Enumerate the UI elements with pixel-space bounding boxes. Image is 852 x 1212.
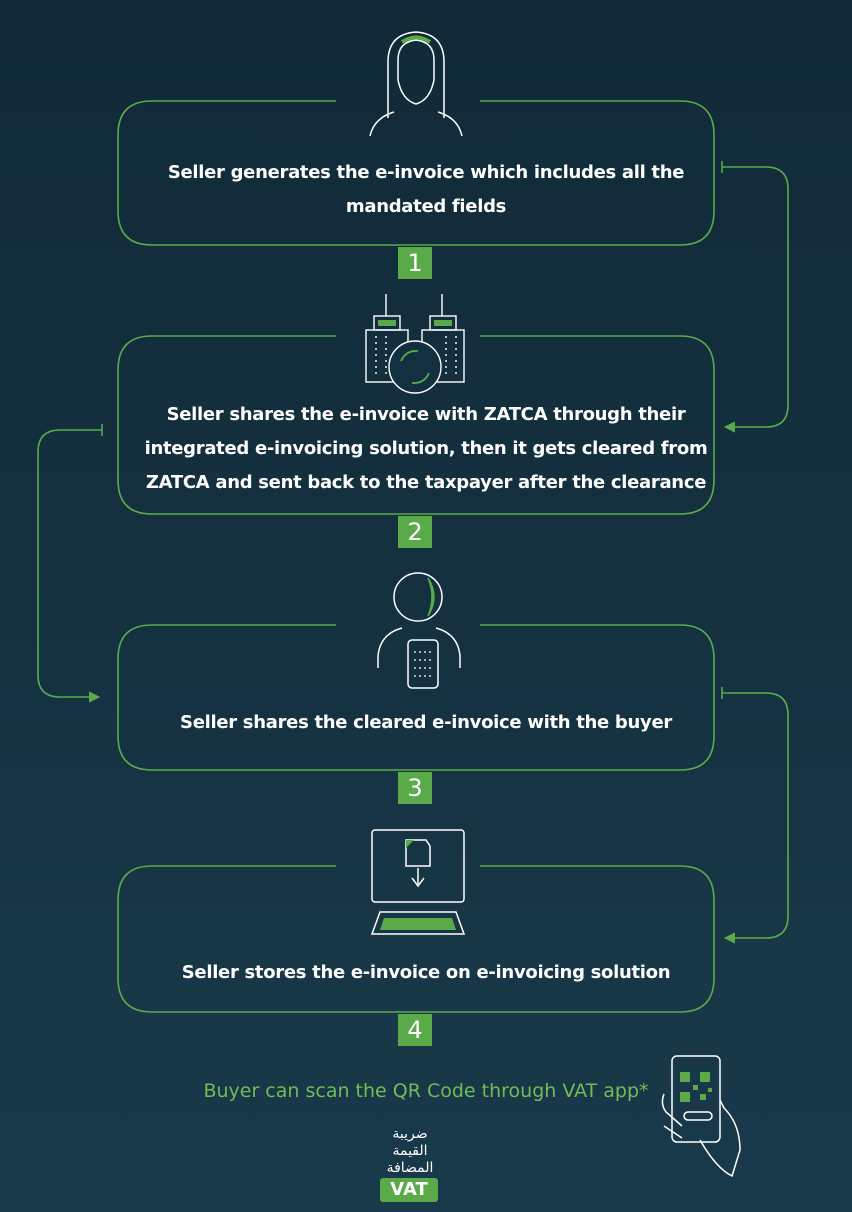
qr-scan-note: Buyer can scan the QR Code through VAT a… [203,1080,649,1102]
step-3-line: Seller shares the cleared e-invoice with… [180,712,672,733]
zatca-buildings-sync-icon [365,294,465,394]
vat-logo-arabic-line: القيمة [392,1143,428,1159]
buyer-phone-icon [377,572,461,689]
connector-3-4 [722,692,789,944]
connector-1-2 [722,166,789,433]
step-4-line: Seller stores the e-invoice on e-invoici… [181,962,671,983]
connector-2-3 [37,429,102,703]
step-box-2 [117,335,715,515]
step-2-text: Seller shares the e-invoice with ZATCA t… [130,398,722,500]
step-3-number-badge: 3 [398,772,432,804]
step-1-number-badge: 1 [398,247,432,279]
step-4-number-badge: 4 [398,1014,432,1046]
seller-woman-icon [369,31,463,137]
step-2-line: Seller shares the e-invoice with ZATCA t… [166,404,686,425]
phone-qr-scan-icon [661,1055,741,1178]
step-2-line: ZATCA and sent back to the taxpayer afte… [145,472,707,493]
step-1-line: Seller generates the e-invoice which inc… [167,162,685,183]
vat-logo-arabic-line: ضريبة [392,1126,428,1142]
step-3-text: Seller shares the cleared e-invoice with… [130,706,722,740]
step-box-3 [117,624,715,771]
step-1-text: Seller generates the e-invoice which inc… [130,156,722,224]
step-4-text: Seller stores the e-invoice on e-invoici… [130,956,722,990]
step-box-1 [117,100,715,246]
vat-logo-badge: VAT [380,1178,438,1202]
step-box-4 [117,865,715,1013]
step-2-number-badge: 2 [398,516,432,548]
computer-download-icon [370,829,466,935]
vat-logo-arabic-line: المضافة [386,1160,434,1176]
step-2-line: integrated e-invoicing solution, then it… [144,438,708,459]
step-1-line: mandated fields [345,196,507,217]
vat-logo-arabic: ضريبة القيمة المضافة [330,1126,490,1177]
